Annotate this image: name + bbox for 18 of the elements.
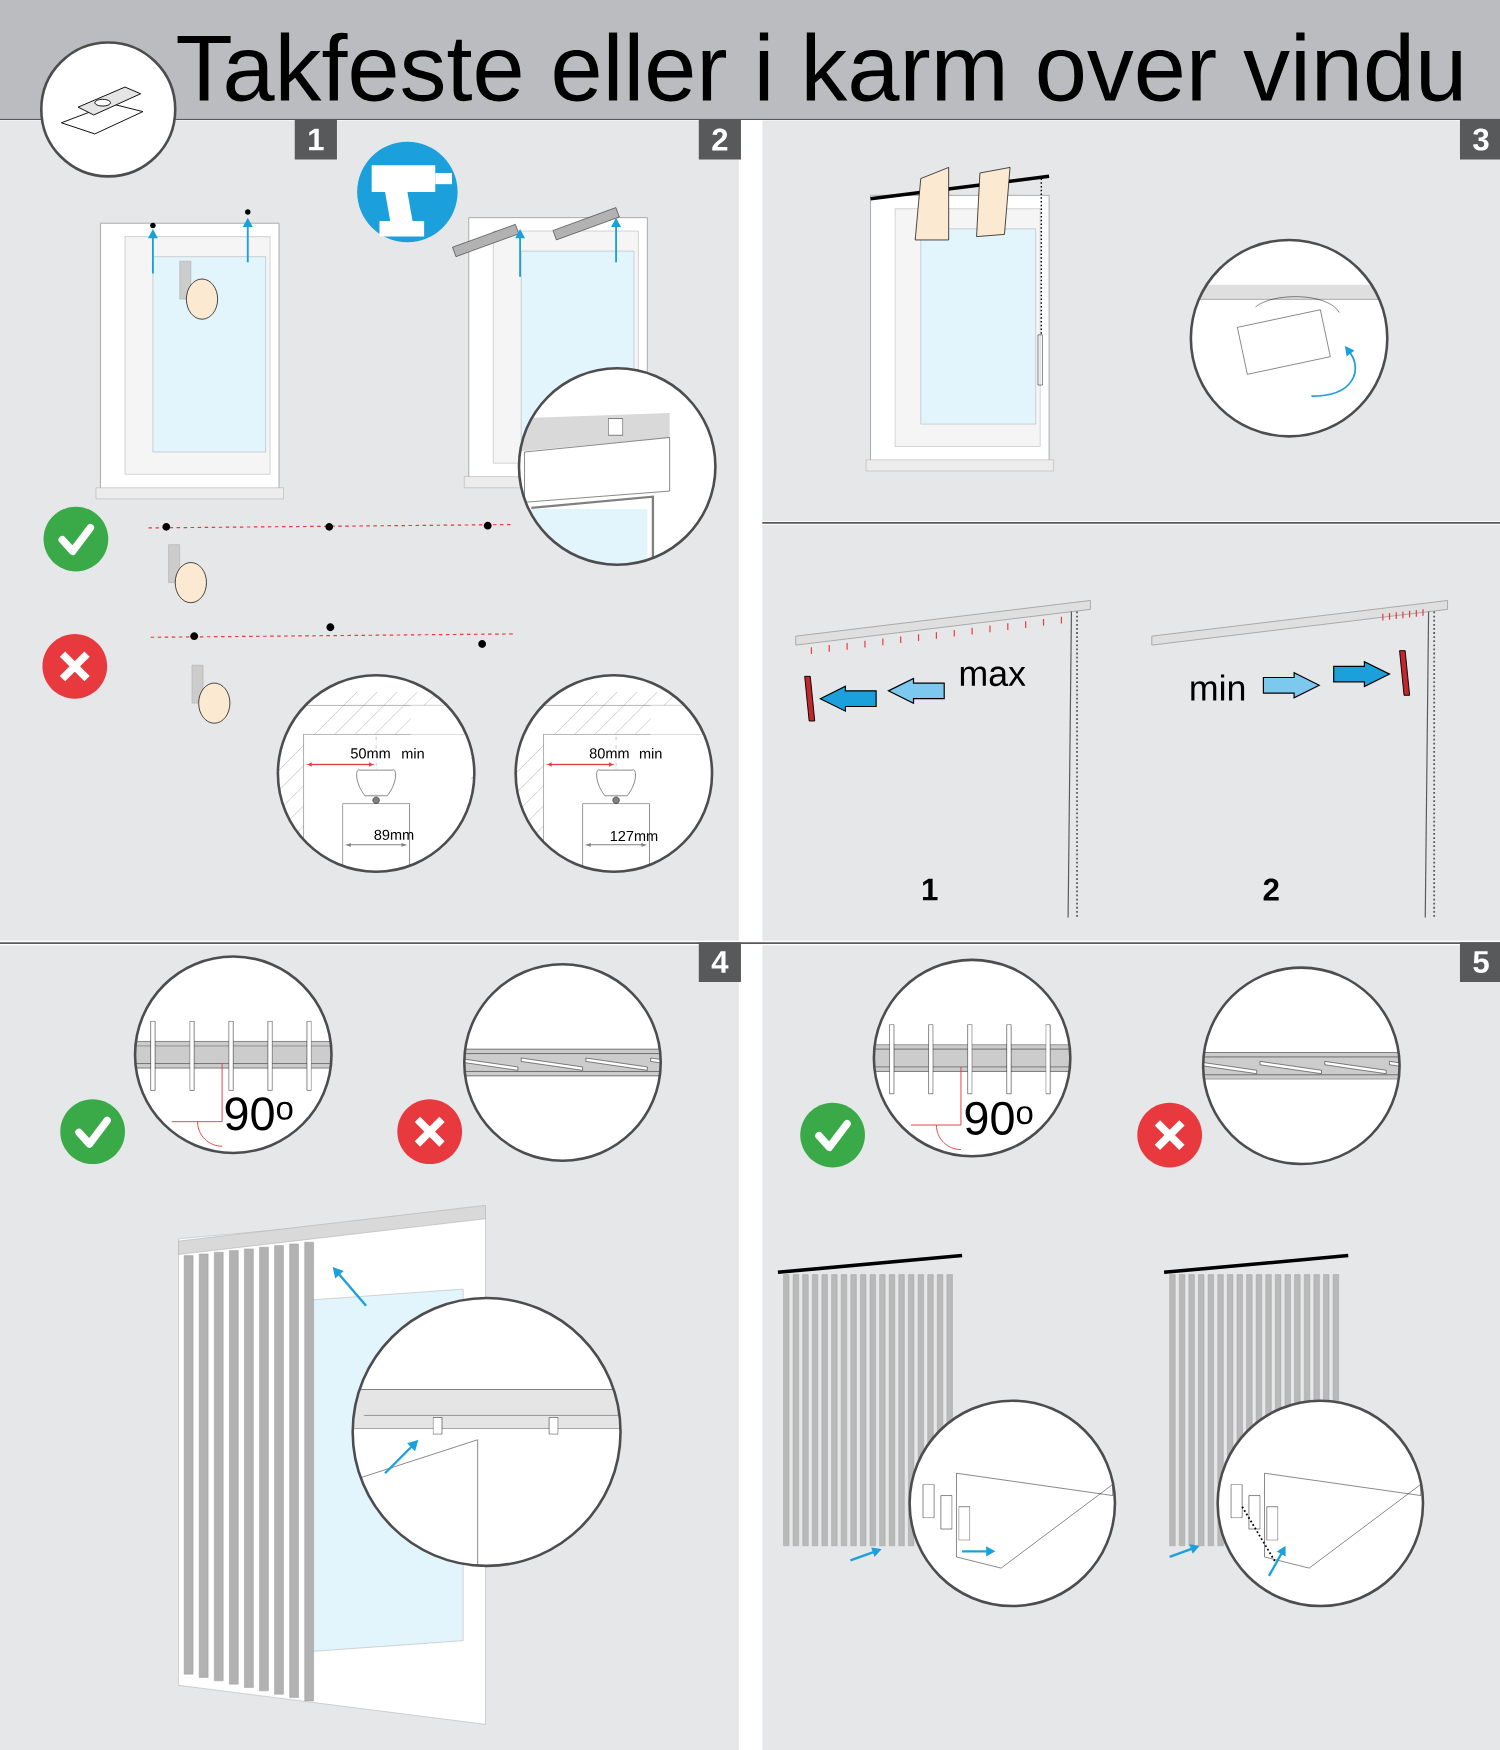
dimension-label: 50mm <box>350 748 390 759</box>
dimension-label: 89mm <box>374 829 414 840</box>
label: min <box>1191 674 1245 701</box>
dimension-label: min <box>402 748 424 759</box>
label: 90$^{o}$ <box>225 1097 293 1131</box>
title-banner: Takfeste eller i karm over vindu <box>0 0 1500 120</box>
step-number: 4 <box>698 942 741 982</box>
label: max <box>960 666 1026 687</box>
dimension-label: min <box>639 748 662 759</box>
step-number: 1 <box>294 119 337 160</box>
dimension-label: 127mm <box>610 830 658 841</box>
step-number: 2 <box>698 119 741 160</box>
step-number: 3 <box>1459 119 1500 160</box>
step-number: 5 <box>1459 942 1500 982</box>
figure-number: 2 <box>1263 878 1279 901</box>
dimension-label: 80mm <box>589 748 629 759</box>
label: 90$^{o}$ <box>965 1101 1033 1135</box>
figure-number: 1 <box>922 878 938 901</box>
